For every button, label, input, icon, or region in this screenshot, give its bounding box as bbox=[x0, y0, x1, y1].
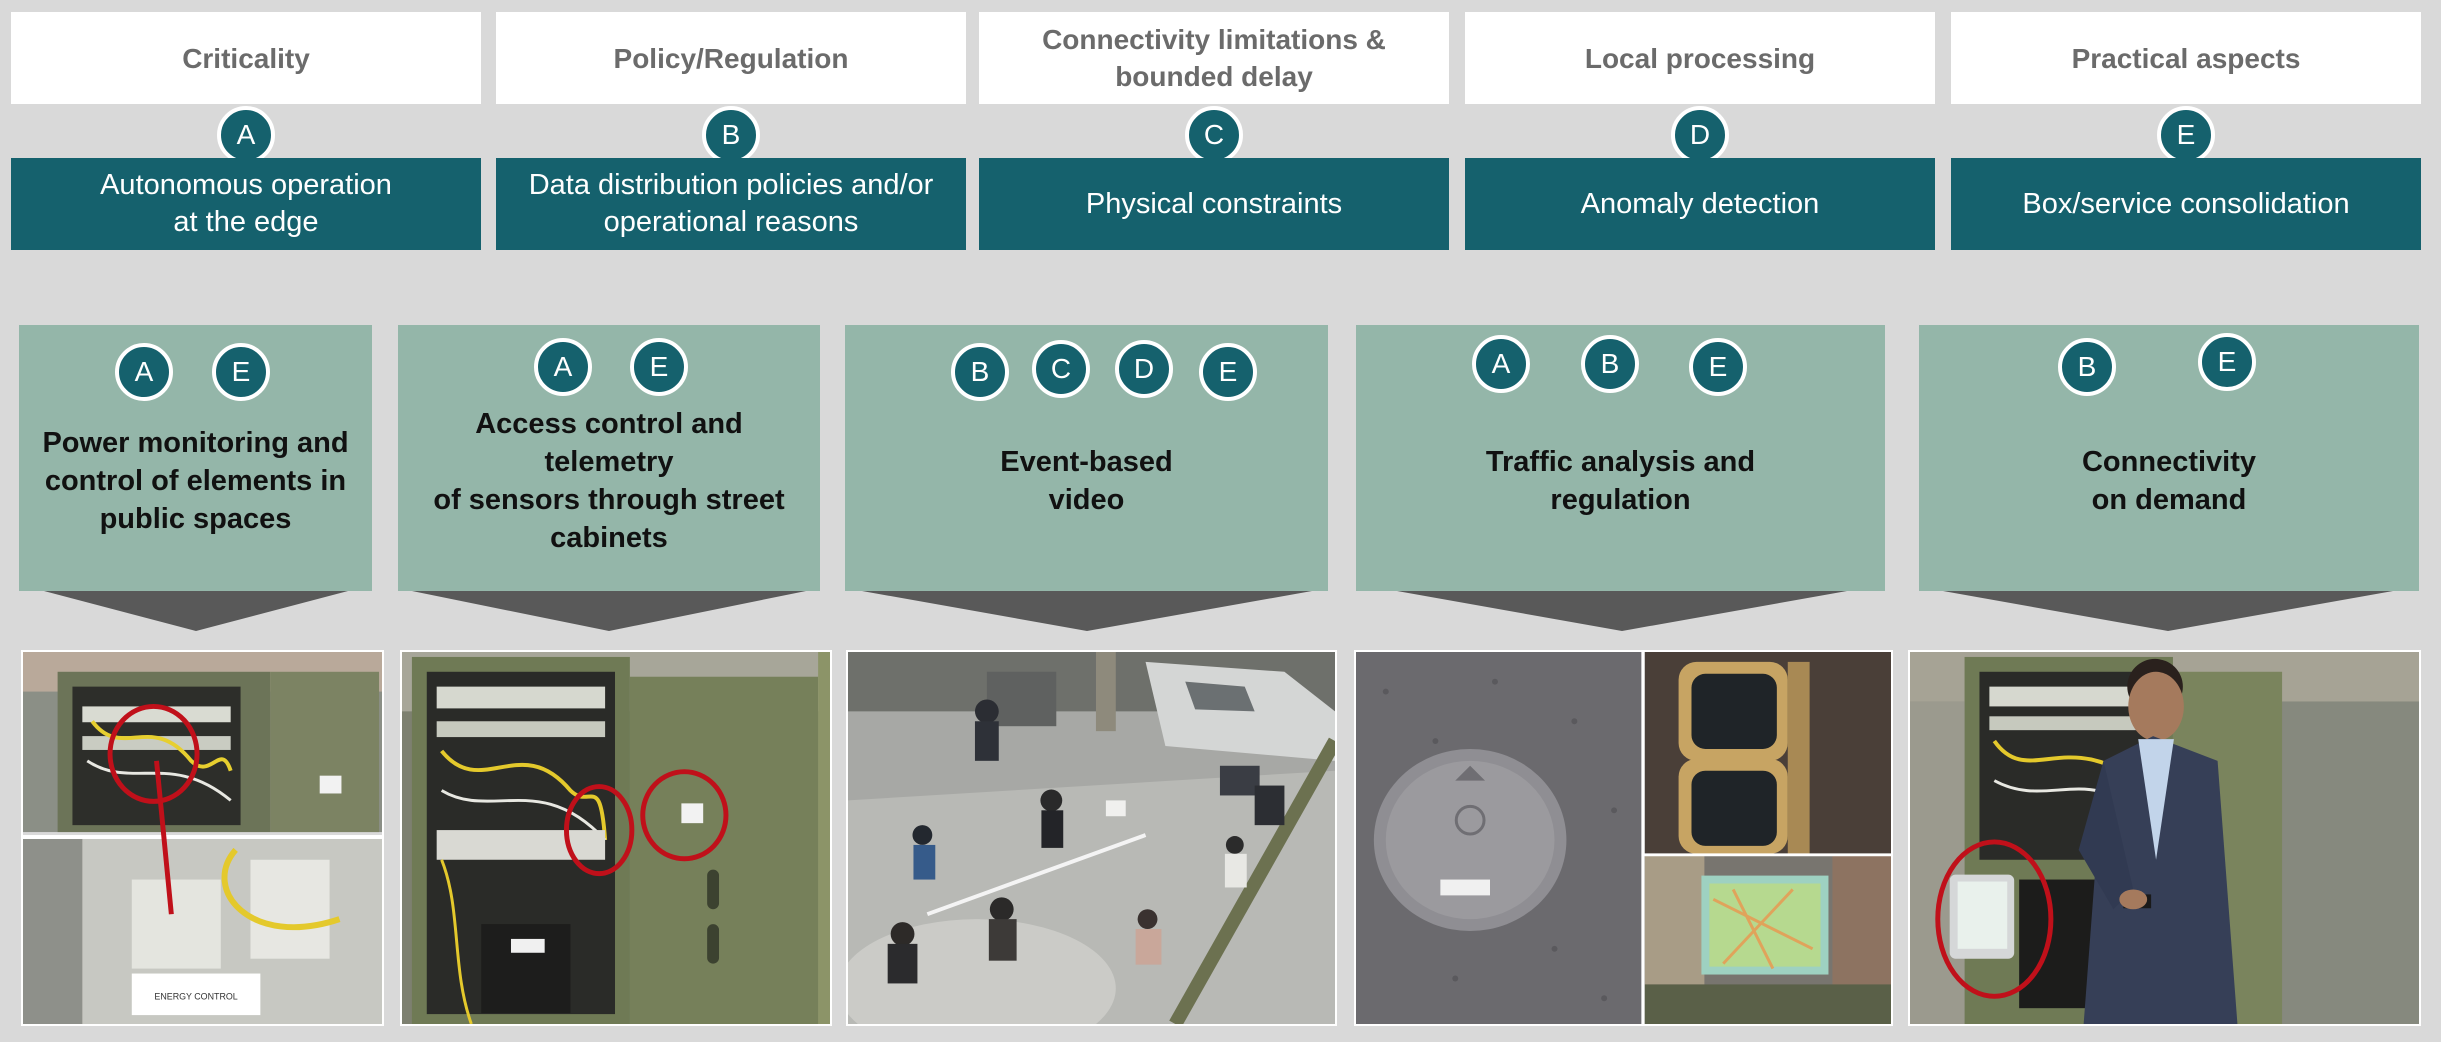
category-header: Local processing bbox=[1465, 12, 1935, 104]
use-case-letter-badge: B bbox=[951, 343, 1009, 401]
category-letter-badge: D bbox=[1671, 106, 1729, 164]
use-case-letter-chips: A E bbox=[19, 343, 372, 405]
category-letter-badge: B bbox=[702, 106, 760, 164]
down-arrow-shape bbox=[1943, 591, 2393, 631]
category-description: Box/service consolidation bbox=[1951, 158, 2421, 250]
use-case-letter-chips: B E bbox=[1919, 333, 2419, 405]
down-arrow-shape bbox=[862, 591, 1312, 631]
energy-control-label: ENERGY CONTROL bbox=[154, 991, 237, 1001]
use-case-letter-chips: A E bbox=[398, 338, 820, 405]
photo-connectivity-illustration bbox=[1910, 652, 2419, 1024]
category-header: Criticality bbox=[11, 12, 481, 104]
category-letter-badge: A bbox=[217, 106, 275, 164]
photo-power-cabinet: ENERGY CONTROL bbox=[21, 650, 384, 1026]
use-case-letter-badge: E bbox=[630, 338, 688, 396]
use-case-letter-chips: A B E bbox=[1356, 335, 1885, 405]
category-header: Practical aspects bbox=[1951, 12, 2421, 104]
photo-connectivity-on-demand bbox=[1908, 650, 2421, 1026]
use-case-letter-badge: A bbox=[1472, 335, 1530, 393]
photo-traffic-illustration bbox=[1356, 652, 1891, 1024]
use-case-letter-badge: B bbox=[2058, 338, 2116, 396]
down-arrow-shape bbox=[44, 591, 348, 631]
category-header: Connectivity limitations &bounded delay bbox=[979, 12, 1449, 104]
use-case-letter-badge: A bbox=[534, 338, 592, 396]
use-case-letter-badge: E bbox=[2198, 333, 2256, 391]
use-case-letter-badge: C bbox=[1032, 340, 1090, 398]
category-letter-badge: C bbox=[1185, 106, 1243, 164]
down-arrow-shape bbox=[1397, 591, 1847, 631]
photo-power-cabinet-illustration: ENERGY CONTROL bbox=[23, 652, 382, 1024]
use-case-letter-badge: E bbox=[1199, 343, 1257, 401]
category-description: Physical constraints bbox=[979, 158, 1449, 250]
photo-event-video-illustration bbox=[848, 652, 1335, 1024]
category-description: Anomaly detection bbox=[1465, 158, 1935, 250]
use-case-letter-chips: B C D E bbox=[845, 340, 1328, 405]
category-letter-badge: E bbox=[2157, 106, 2215, 164]
use-case-letter-badge: E bbox=[212, 343, 270, 401]
photo-access-control-illustration bbox=[402, 652, 830, 1024]
photo-access-control-cabinet bbox=[400, 650, 832, 1026]
category-header: Policy/Regulation bbox=[496, 12, 966, 104]
photo-traffic bbox=[1354, 650, 1893, 1026]
use-case-letter-badge: E bbox=[1689, 338, 1747, 396]
down-arrow-shape bbox=[412, 591, 806, 631]
photo-event-video bbox=[846, 650, 1337, 1026]
use-case-letter-badge: A bbox=[115, 343, 173, 401]
use-case-letter-badge: D bbox=[1115, 340, 1173, 398]
use-case-letter-badge: B bbox=[1581, 335, 1639, 393]
